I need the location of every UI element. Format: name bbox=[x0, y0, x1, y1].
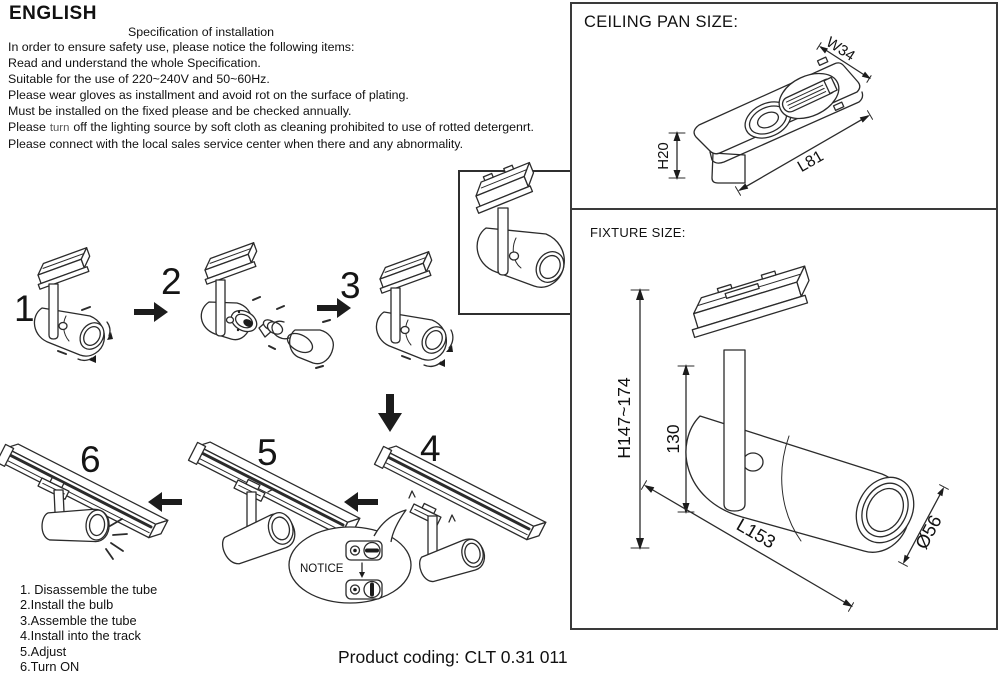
fixture-knob bbox=[742, 452, 764, 472]
diagram-step5-adjust bbox=[187, 435, 362, 565]
fixture-size-panel: FIXTURE SIZE: H147~174 130 bbox=[570, 208, 998, 630]
product-coding: Product coding: CLT 0.31 011 bbox=[338, 647, 568, 667]
arrow-step4-to-step5 bbox=[344, 492, 378, 512]
diagram-step2-exploded bbox=[200, 242, 334, 369]
step-item: 1. Disassemble the tube bbox=[20, 582, 158, 597]
instruction-line-part: Please bbox=[8, 120, 46, 134]
step-number-3: 3 bbox=[340, 265, 361, 306]
dim-height-range: H147~174 bbox=[614, 288, 650, 550]
arrow-step1-to-step2 bbox=[134, 302, 168, 322]
instruction-line-part: turn bbox=[49, 122, 70, 134]
instruction-line-part: off the lighting source by soft cloth as… bbox=[73, 120, 534, 134]
instruction-line: Suitable for the use of 220~240V and 50~… bbox=[8, 72, 270, 86]
svg-text:H20: H20 bbox=[655, 142, 672, 170]
diagram-row-steps-1-2-3 bbox=[31, 242, 454, 369]
step-number-4: 4 bbox=[420, 428, 441, 469]
arrow-step3-to-step4 bbox=[378, 394, 402, 432]
instruction-line: Read and understand the whole Specificat… bbox=[8, 56, 261, 70]
diagram-step1-spotlight bbox=[31, 247, 113, 363]
ceiling-pan-title: CEILING PAN SIZE: bbox=[584, 13, 739, 31]
notice-label: NOTICE bbox=[300, 563, 344, 575]
fixture-stem bbox=[723, 349, 746, 512]
step-item: 6.Turn ON bbox=[20, 659, 80, 675]
ceiling-pan-panel: CEILING PAN SIZE: bbox=[570, 2, 998, 210]
step-number-2: 2 bbox=[161, 261, 182, 302]
step-item: 2.Install the bulb bbox=[20, 597, 114, 613]
fixture-drawing: H147~174 130 bbox=[614, 265, 949, 612]
diagram-step3-spotlight bbox=[373, 251, 454, 368]
dim-h20: H20 bbox=[655, 131, 686, 180]
svg-text:L81: L81 bbox=[795, 148, 827, 176]
language-header: ENGLISH bbox=[9, 3, 97, 24]
steps-list: 1. Disassemble the tube 2.Install the bu… bbox=[20, 582, 157, 674]
ceiling-pan-drawing: W34 H20 L81 bbox=[655, 34, 873, 196]
step-number-5: 5 bbox=[257, 432, 278, 473]
diagram-row-steps-4-5-6: NOTICE bbox=[0, 394, 548, 604]
fixture-adapter bbox=[691, 265, 810, 339]
twistlock-icon-unlocked bbox=[345, 540, 383, 561]
svg-text:130: 130 bbox=[663, 424, 683, 453]
spec-title: Specification of installation bbox=[128, 25, 275, 39]
dim-stem-height: 130 bbox=[663, 364, 695, 514]
diagram-step6-turn-on bbox=[0, 437, 170, 560]
fixture-size-title: FIXTURE SIZE: bbox=[590, 225, 686, 240]
step-item: 4.Install into the track bbox=[20, 628, 141, 644]
instruction-line: In order to ensure safety use, please no… bbox=[8, 40, 355, 54]
instruction-line: Must be installed on the fixed please an… bbox=[8, 104, 352, 118]
twistlock-icon-locked bbox=[345, 579, 383, 600]
instructions-block: In order to ensure safety use, please no… bbox=[8, 39, 560, 152]
diagram-step4-track-insert bbox=[373, 439, 548, 583]
step-item: 3.Assemble the tube bbox=[20, 612, 137, 628]
light-rays bbox=[105, 518, 128, 560]
instruction-line: Please connect with the local sales serv… bbox=[8, 137, 464, 151]
step-number-6: 6 bbox=[80, 439, 101, 480]
svg-text:Ø56: Ø56 bbox=[911, 512, 946, 553]
notice-bubble: NOTICE bbox=[288, 509, 412, 604]
arrow-step2-to-step3 bbox=[317, 298, 351, 318]
step-number-1: 1 bbox=[14, 288, 35, 329]
inset-spotlight-drawing bbox=[475, 161, 565, 288]
svg-text:H147~174: H147~174 bbox=[614, 377, 634, 459]
product-inset-box bbox=[458, 161, 572, 315]
step-item: 5.Adjust bbox=[20, 643, 67, 659]
arrow-step5-to-step6 bbox=[148, 492, 182, 512]
instruction-line: Please wear gloves as installment and av… bbox=[8, 88, 409, 102]
